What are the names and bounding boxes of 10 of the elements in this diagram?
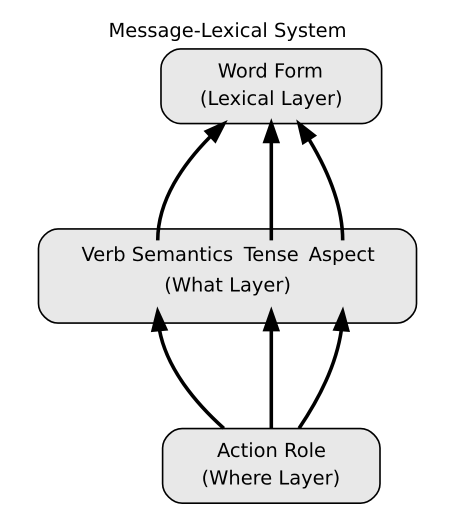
arrow xyxy=(296,119,344,240)
node-box: Verb Semantics Tense Aspect (What Layer) xyxy=(37,228,417,324)
arrow xyxy=(262,118,280,240)
node-box: Action Role (Where Layer) xyxy=(161,428,380,504)
diagram-title: Message-Lexical System xyxy=(108,18,346,42)
arrow xyxy=(150,306,225,430)
arrow xyxy=(297,306,350,430)
node-box: Word Form (Lexical Layer) xyxy=(160,48,382,124)
arrow xyxy=(262,306,280,428)
arrow xyxy=(155,120,228,240)
